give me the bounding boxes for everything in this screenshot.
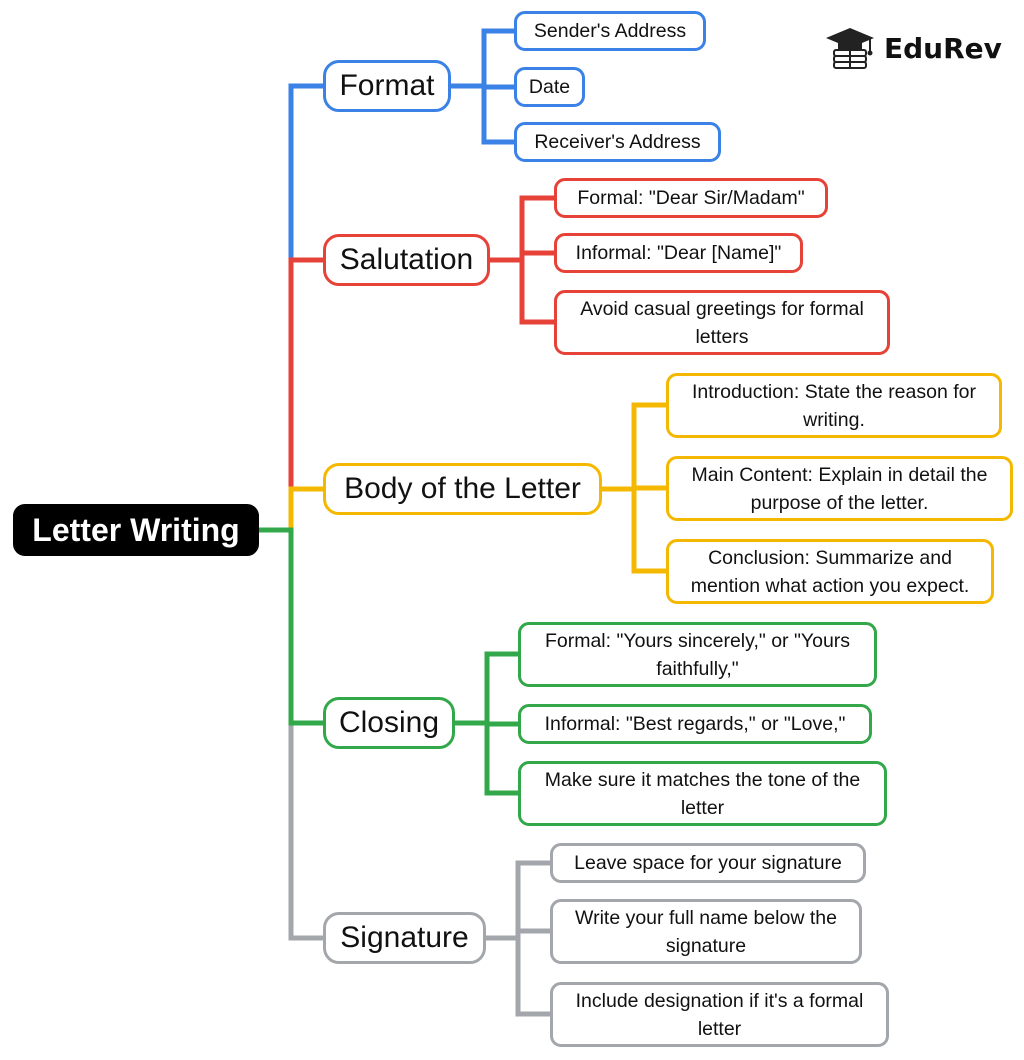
leaf-salutation: Avoid casual greetings for formal letter… (554, 290, 890, 355)
leaf-signature: Leave space for your signature (550, 843, 866, 883)
branch-label: Salutation (339, 243, 474, 276)
branch-format: Format (323, 60, 451, 112)
leaf-body: Conclusion: Summarize and mention what a… (666, 539, 994, 604)
branch-closing: Closing (323, 697, 455, 749)
branch-body-of-the-letter: Body of the Letter (323, 463, 602, 515)
graduation-cap-books-icon (826, 28, 874, 69)
leaf-body: Main Content: Explain in detail the purp… (666, 456, 1013, 521)
leaf-format: Receiver's Address (514, 122, 721, 162)
leaf-label: Conclusion: Summarize and mention what a… (690, 546, 970, 597)
leaf-signature: Write your full name below the signature (550, 899, 862, 964)
leaf-label: Date (528, 76, 571, 98)
branch-signature: Signature (323, 912, 486, 964)
branch-label: Signature (340, 921, 469, 954)
leaf-salutation: Formal: "Dear Sir/Madam" (554, 178, 828, 218)
leaf-signature: Include designation if it's a formal let… (550, 982, 889, 1047)
branch-label: Body of the Letter (344, 472, 581, 505)
leaf-closing: Make sure it matches the tone of the let… (518, 761, 887, 826)
root-node: Letter Writing (13, 504, 259, 556)
branch-salutation: Salutation (323, 234, 490, 286)
leaf-label: Include designation if it's a formal let… (575, 989, 864, 1040)
leaf-label: Make sure it matches the tone of the let… (544, 768, 861, 819)
leaf-label: Receiver's Address (534, 131, 701, 153)
branch-label: Closing (338, 706, 440, 739)
leaf-label: Formal: "Dear Sir/Madam" (577, 187, 805, 209)
leaf-format: Date (514, 67, 585, 107)
brand-name: EduRev (884, 31, 1002, 65)
leaf-label: Main Content: Explain in detail the purp… (691, 463, 988, 514)
leaf-label: Introduction: State the reason for writi… (691, 380, 976, 431)
leaf-salutation: Informal: "Dear [Name]" (554, 233, 803, 273)
leaf-body: Introduction: State the reason for writi… (666, 373, 1002, 438)
leaf-format: Sender's Address (514, 11, 706, 51)
edurev-logo: EduRev (824, 24, 1002, 72)
branch-label: Format (339, 69, 435, 102)
leaf-label: Sender's Address (533, 20, 687, 42)
leaf-closing: Informal: "Best regards," or "Love," (518, 704, 872, 744)
leaf-label: Write your full name below the signature (575, 906, 837, 957)
root-label: Letter Writing (32, 511, 240, 548)
leaf-label: Informal: "Best regards," or "Love," (544, 713, 846, 735)
leaf-label: Informal: "Dear [Name]" (575, 242, 782, 264)
leaf-label: Avoid casual greetings for formal letter… (580, 297, 864, 348)
leaf-label: Leave space for your signature (574, 852, 842, 874)
leaf-closing: Formal: "Yours sincerely," or "Yours fai… (518, 622, 877, 687)
leaf-label: Formal: "Yours sincerely," or "Yours fai… (544, 629, 851, 680)
